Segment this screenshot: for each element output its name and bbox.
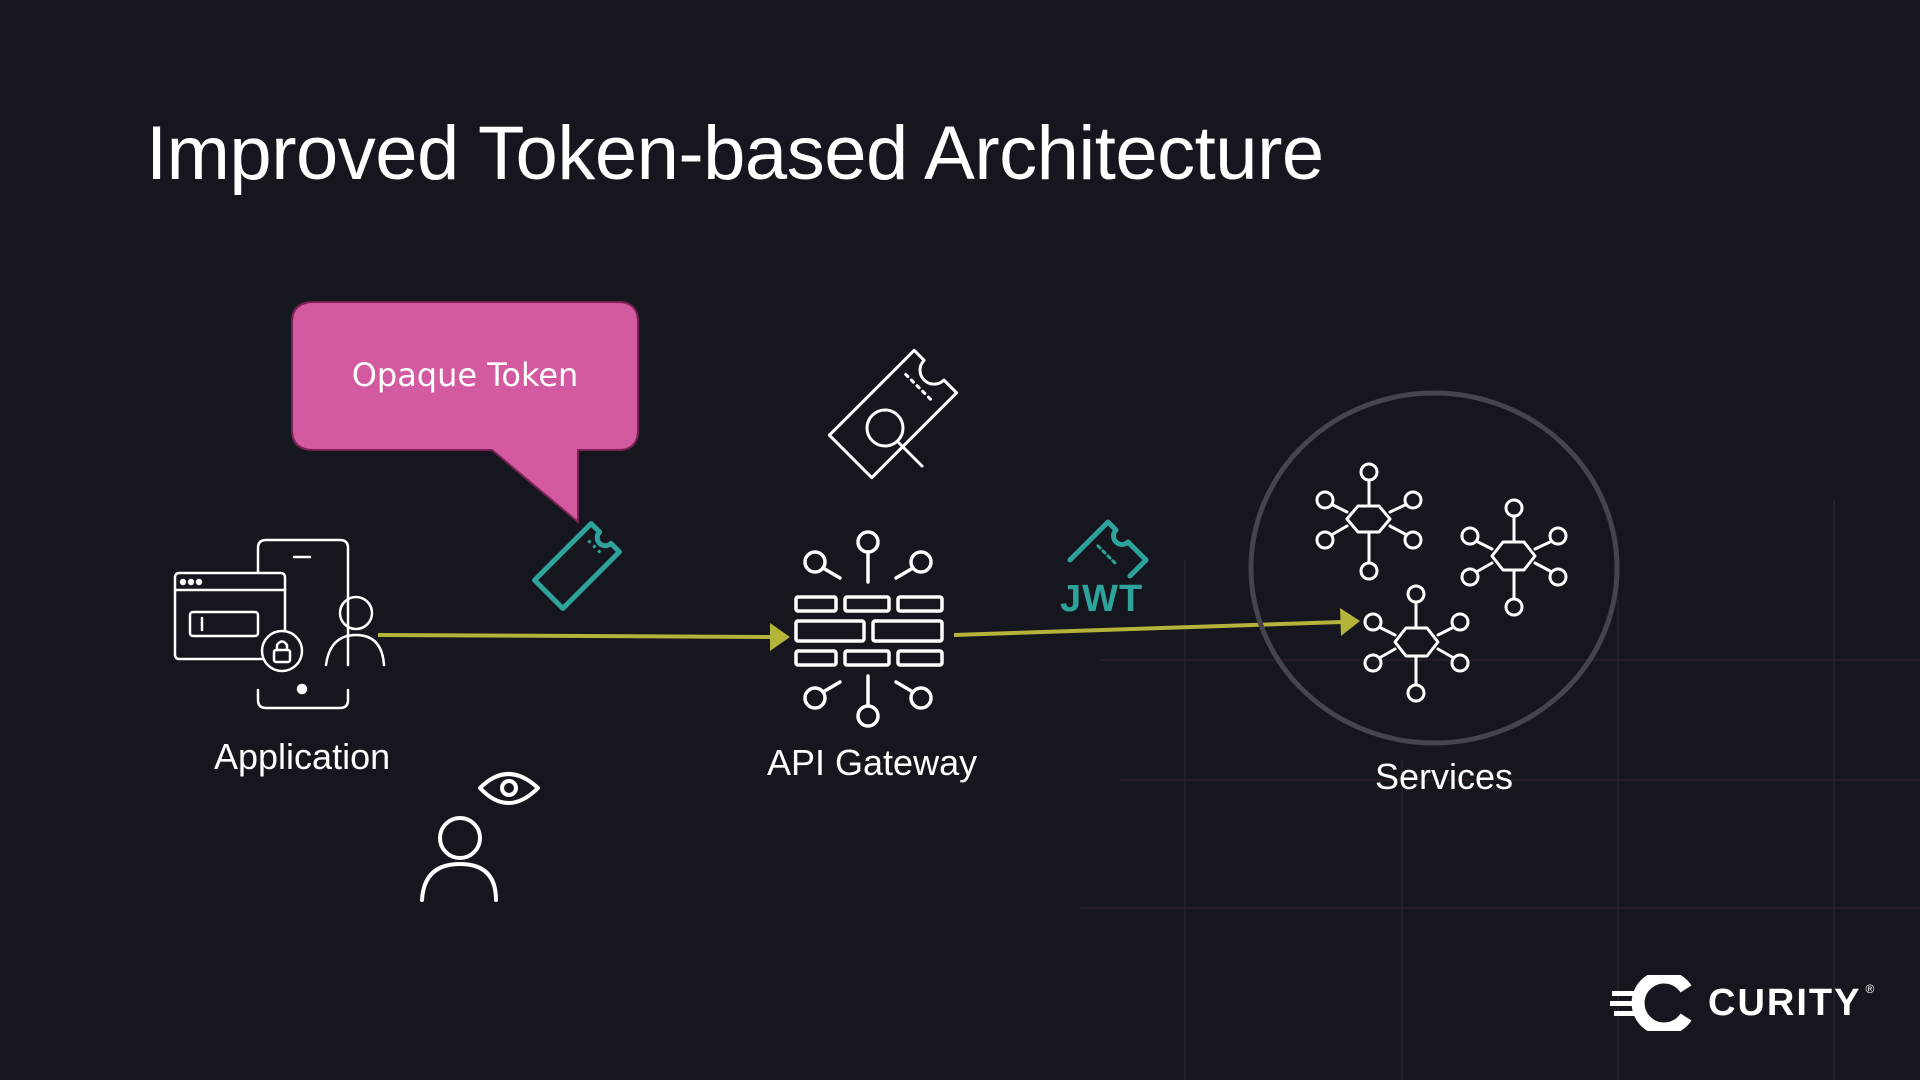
curity-wordmark: CURITY	[1708, 981, 1862, 1024]
microservice-icon	[1315, 462, 1423, 581]
jwt-arrow	[953, 608, 1360, 637]
services-label: Services	[1375, 756, 1514, 797]
services-boundary	[1248, 390, 1620, 746]
microservice-icon	[1460, 498, 1568, 617]
opaque-token-callout	[291, 301, 639, 525]
slide-title: Improved Token-based Architecture	[146, 111, 1324, 196]
token-inspect-icon	[827, 348, 959, 480]
microservice-icon	[1363, 584, 1470, 703]
jwt-ticket-icon	[1067, 519, 1149, 579]
observer-user-icon	[420, 816, 498, 902]
api-gateway-label: API Gateway	[767, 742, 978, 783]
app-device-icon	[173, 538, 350, 710]
opaque-token-label: Opaque Token	[351, 356, 579, 394]
user-icon	[324, 595, 386, 667]
curity-brand: CURITY ®	[1610, 975, 1884, 1031]
registered-mark: ®	[1865, 982, 1875, 996]
gateway-firewall-icon	[794, 530, 944, 728]
ticket-icon	[532, 521, 622, 611]
request-arrow	[377, 623, 790, 651]
jwt-label: JWT	[1060, 578, 1144, 620]
magnifier-icon	[865, 408, 924, 468]
curity-logo-icon	[1610, 975, 1692, 1031]
application-label: Application	[214, 736, 391, 777]
eye-icon	[478, 772, 540, 805]
